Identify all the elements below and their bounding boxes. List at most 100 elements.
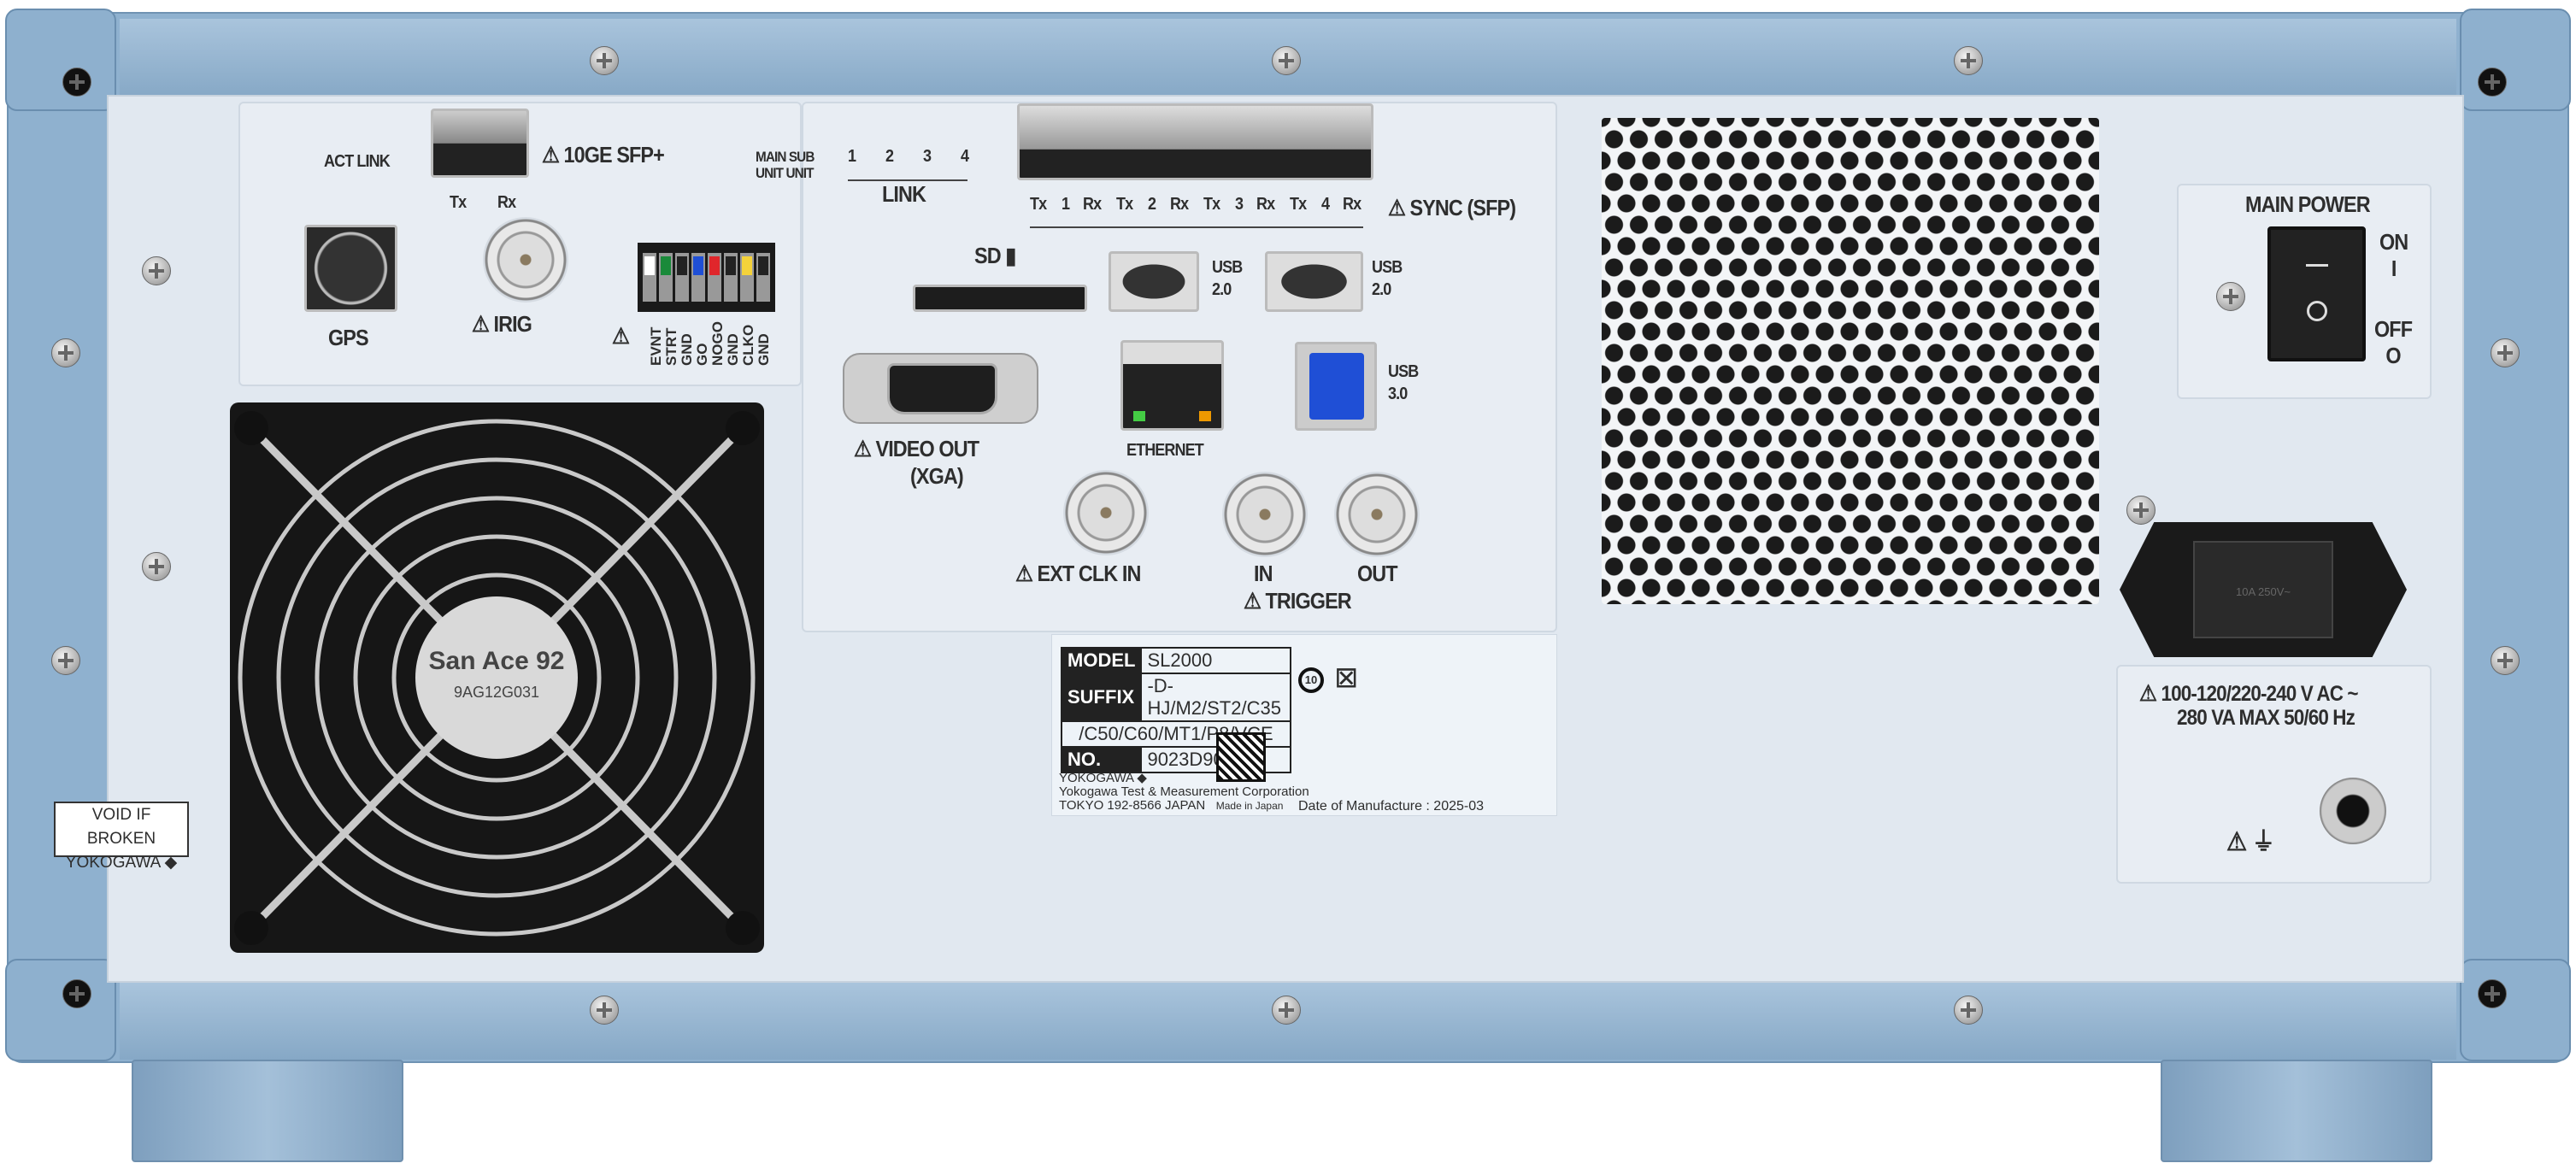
trigger-out-label: OUT	[1357, 561, 1398, 586]
suffix-header: SUFFIX	[1060, 673, 1143, 722]
warning-icon: ⚠	[854, 436, 872, 461]
trigger-in-label: IN	[1254, 561, 1273, 586]
warning-icon: ⚠	[1244, 588, 1262, 614]
corner-bracket	[5, 9, 116, 111]
usb3-label: USB 3.0	[1388, 362, 1419, 403]
sync-port-label: 2	[1148, 195, 1156, 214]
screw	[590, 46, 619, 75]
usb3-port[interactable]	[1295, 342, 1377, 431]
vga-video-out-port[interactable]	[843, 353, 1038, 424]
main-power-label: MAIN POWER	[2245, 191, 2371, 217]
screw	[1954, 46, 1983, 75]
warning-icon: ⚠	[1015, 561, 1033, 586]
warning-icon: ⚠	[612, 323, 630, 349]
terminal-pin-label: CLKO	[740, 324, 756, 366]
sync-port-label: Rx	[1256, 195, 1275, 214]
terminal-pin[interactable]	[691, 253, 705, 302]
terminal-pin[interactable]	[740, 253, 754, 302]
ventilation-grille	[1602, 118, 2099, 604]
warning-icon: ⚠	[472, 311, 490, 337]
fan-brand: San Ace 92	[429, 647, 565, 675]
rx-label: Rx	[497, 193, 516, 212]
terminal-pin-label: STRT	[663, 327, 679, 366]
cooling-fan: San Ace 92 9AG12G031	[230, 402, 764, 953]
terminal-pin[interactable]	[724, 253, 738, 302]
screw	[1272, 996, 1301, 1025]
screw	[590, 996, 619, 1025]
terminal-pin[interactable]	[708, 253, 721, 302]
screw	[2491, 646, 2520, 675]
model-value: SL2000	[1140, 647, 1291, 674]
terminal-pin-label: GO	[694, 343, 710, 366]
ethernet-port[interactable]	[1120, 340, 1224, 431]
io-terminal-block[interactable]	[638, 243, 775, 312]
tx-label: Tx	[450, 193, 467, 212]
screw	[62, 68, 91, 97]
act-link-label: ACT LINK	[324, 152, 391, 171]
ac-power-inlet[interactable]: 10A 250V~	[2120, 522, 2407, 657]
ground-terminal[interactable]	[2320, 778, 2386, 844]
screw	[2126, 496, 2155, 525]
video-out-xga-label: (XGA)	[910, 463, 964, 489]
gps-connector[interactable]	[304, 225, 397, 312]
gps-label: GPS	[328, 325, 369, 350]
screw	[62, 979, 91, 1008]
link-number: 3	[923, 147, 932, 166]
rohs-10-icon: 10	[1298, 667, 1324, 693]
sd-card-icon: ▮	[1005, 243, 1016, 268]
corner-bracket	[2460, 959, 2571, 1061]
terminal-pin[interactable]	[675, 253, 689, 302]
usb2-port-1[interactable]	[1109, 251, 1199, 312]
irig-label: ⚠IRIG	[472, 311, 532, 337]
model-header: MODEL	[1060, 647, 1143, 674]
sd-card-slot[interactable]	[913, 285, 1087, 312]
screw	[2478, 979, 2507, 1008]
sync-port-label: Rx	[1343, 195, 1362, 214]
link-number: 4	[961, 147, 969, 166]
terminal-pin[interactable]	[659, 253, 673, 302]
screw	[51, 338, 80, 367]
power-rating-line1: ⚠100-120/220-240 V AC ~	[2139, 680, 2359, 706]
screw	[51, 646, 80, 675]
screw	[2478, 68, 2507, 97]
sfp-10ge-port[interactable]	[431, 109, 529, 178]
ethernet-label: ETHERNET	[1126, 441, 1204, 460]
sync-port-label: Tx	[1116, 195, 1133, 214]
sync-port-label: 3	[1234, 195, 1244, 214]
usb2-port-2[interactable]	[1265, 251, 1363, 312]
screw	[142, 256, 171, 285]
serial-header: NO.	[1060, 746, 1143, 773]
sd-label: SD ▮	[974, 243, 1016, 268]
qr-code	[1216, 732, 1266, 782]
sync-port-label: Tx	[1290, 195, 1307, 214]
terminal-pin-label: NOGO	[709, 321, 726, 366]
main-power-switch[interactable]	[2267, 226, 2366, 361]
link-number: 1	[848, 147, 856, 166]
sync-port-label: 1	[1061, 195, 1070, 214]
weee-bin-icon: ⊠	[1334, 661, 1359, 694]
irig-bnc-connector[interactable]	[483, 217, 568, 303]
sync-sfp-cage[interactable]	[1017, 103, 1373, 180]
link-led-numbers: 1 2 3 4	[848, 147, 969, 181]
usb2-label-1: USB 2.0	[1212, 258, 1243, 299]
trigger-out-bnc[interactable]	[1334, 472, 1420, 557]
terminal-pin[interactable]	[643, 253, 656, 302]
ext-clk-in-bnc[interactable]	[1063, 470, 1149, 555]
terminal-pin[interactable]	[756, 253, 770, 302]
sync-port-label: Rx	[1083, 195, 1102, 214]
terminal-pin-label: GND	[725, 333, 741, 366]
rating-subpanel	[2116, 665, 2432, 884]
sync-sfp-label: ⚠SYNC (SFP)	[1388, 195, 1516, 220]
screw	[2491, 338, 2520, 367]
sync-port-label: Rx	[1169, 195, 1189, 214]
trigger-in-bnc[interactable]	[1222, 472, 1308, 557]
manufacturer-info: YOKOGAWA ◆Yokogawa Test & Measurement Co…	[1059, 771, 1309, 813]
ground-icon: ⚠ ⏚	[2226, 828, 2275, 856]
link-number: 2	[885, 147, 894, 166]
power-rating-line2: 280 VA MAX 50/60 Hz	[2177, 706, 2355, 730]
corner-bracket	[2460, 9, 2571, 111]
right-foot	[2161, 1060, 2432, 1162]
